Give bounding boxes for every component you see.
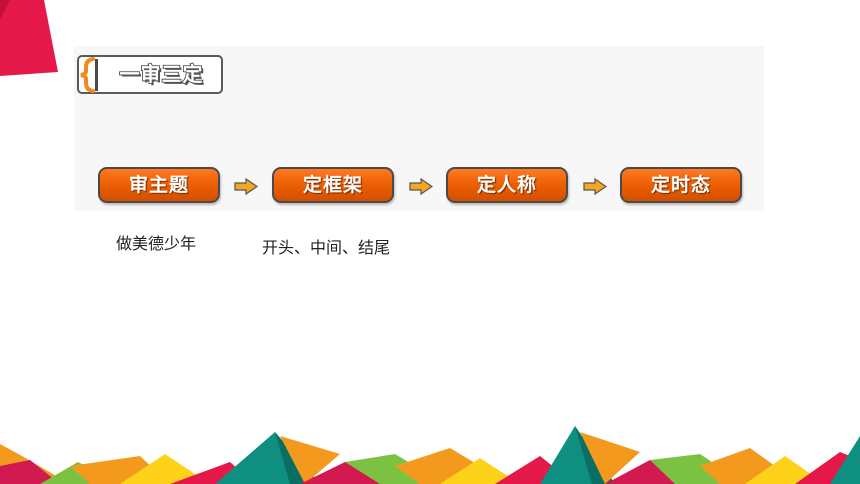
arrow-right-icon [409,178,433,195]
structure-caption: 开头、中间、结尾 [262,238,391,257]
step-person: 定人称 [446,167,568,203]
corner-decoration [0,0,58,76]
arrow-right-icon [583,178,607,195]
arrow-right-icon [234,178,258,195]
step-tense: 定时态 [620,167,742,203]
theme-caption: 做美德少年 [116,234,197,253]
bottom-border-decoration [0,426,860,484]
step-theme: 审主题 [98,167,220,203]
step-structure: 定框架 [272,167,394,203]
section-title-box [77,55,223,94]
orange-brace-icon [80,57,98,93]
section-title: 一审三定 [119,61,204,87]
